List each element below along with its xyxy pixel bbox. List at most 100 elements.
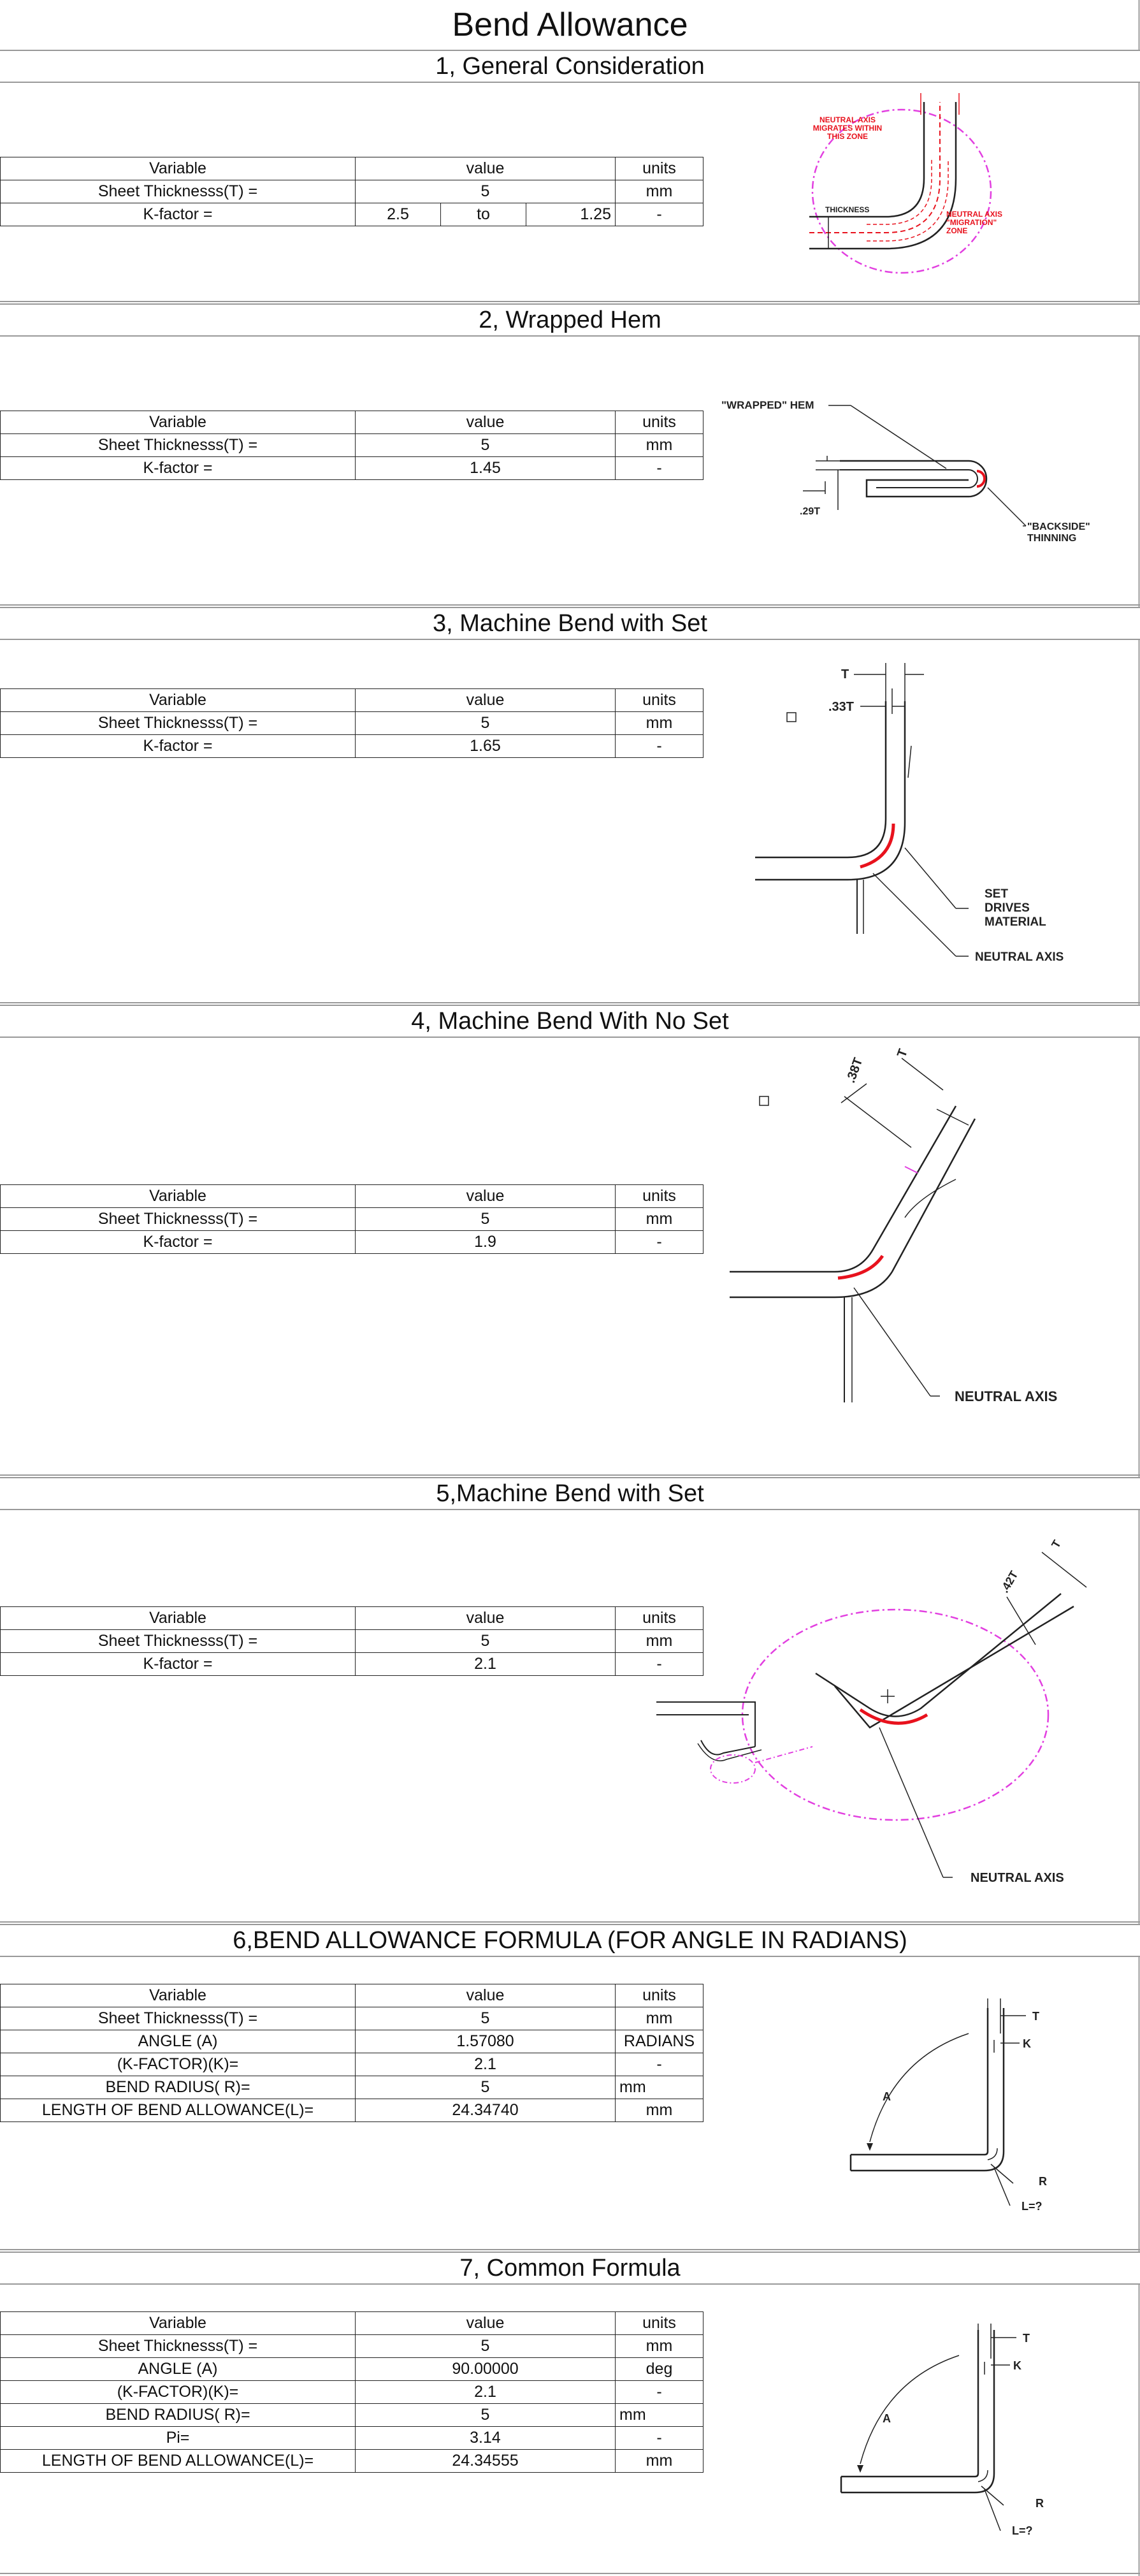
row-label: Sheet Thicknesss(T) =	[0, 1207, 356, 1231]
fig-label: .42T	[998, 1569, 1020, 1595]
fig-label: A	[883, 2412, 891, 2425]
row-unit: deg	[615, 2357, 703, 2381]
header-variable: Variable	[0, 688, 356, 712]
section-4-table: Variable value units Sheet Thicknesss(T)…	[0, 1184, 703, 1254]
row-unit: -	[615, 2426, 703, 2450]
row-unit: RADIANS	[615, 2030, 703, 2053]
header-value: value	[355, 2311, 616, 2335]
common-formula-diagram: T K A R L=?	[840, 2324, 1044, 2537]
fig-label: .33T	[828, 700, 854, 714]
row-unit: mm	[615, 2099, 703, 2122]
fig-label: MIGRATES WITHIN	[813, 124, 882, 133]
fig-label: K	[1023, 2037, 1031, 2050]
header-variable: Variable	[0, 411, 356, 434]
table-row: K-factor = 1.65 -	[0, 734, 703, 758]
section-3-table: Variable value units Sheet Thicknesss(T)…	[0, 688, 703, 758]
row-unit: mm	[615, 711, 703, 735]
section-divider	[0, 301, 1140, 302]
header-variable: Variable	[0, 157, 356, 180]
row-unit: mm	[615, 2334, 703, 2358]
table-header-row: Variable value units	[0, 157, 703, 180]
fig-label: THINNING	[1027, 533, 1076, 544]
row-label: BEND RADIUS( R)=	[0, 2076, 356, 2099]
row-value: 1.57080	[355, 2030, 616, 2053]
fig-label: MATERIAL	[985, 915, 1046, 929]
row-value: 5	[355, 1207, 616, 1231]
machine-bend-set-detail-diagram: .42T T NEUTRAL AXIS	[656, 1538, 1087, 1885]
table-row: Sheet Thicknesss(T) = 5 mm	[0, 433, 703, 457]
row-unit: -	[615, 2053, 703, 2076]
table-header-row: Variable value units	[0, 1606, 703, 1630]
row-label: (K-FACTOR)(K)=	[0, 2380, 356, 2404]
row-unit: mm	[615, 1207, 703, 1231]
fig-label: T	[1023, 2332, 1030, 2345]
table-row: K-factor = 1.9 -	[0, 1230, 703, 1254]
table-row: Sheet Thicknesss(T) = 5 mm	[0, 1207, 703, 1231]
row-value: 1.65	[355, 734, 616, 758]
row-unit: -	[615, 1230, 703, 1254]
header-units: units	[615, 2311, 703, 2335]
row-value: 5	[355, 1629, 616, 1653]
row-unit: mm	[615, 180, 703, 203]
table-row: Sheet Thicknesss(T) = 5 mm	[0, 1629, 703, 1653]
range-to: 1.25	[580, 205, 611, 223]
header-units: units	[615, 157, 703, 180]
table-row: BEND RADIUS( R)= 5 mm	[0, 2403, 703, 2427]
row-value: 5	[355, 2334, 616, 2358]
table-row: Sheet Thicknesss(T) = 5 mm	[0, 180, 703, 203]
header-value: value	[355, 157, 616, 180]
row-unit: -	[615, 2380, 703, 2404]
row-value: 5	[355, 2007, 616, 2030]
row-unit: -	[615, 203, 703, 226]
fig-label: K	[1013, 2359, 1021, 2372]
section-1-title: 1, General Consideration	[0, 50, 1140, 83]
header-units: units	[615, 688, 703, 712]
fig-label: T	[895, 1047, 911, 1059]
header-value: value	[355, 411, 616, 434]
table-row: Sheet Thicknesss(T) = 5 mm	[0, 2334, 703, 2358]
row-value: 3.14	[355, 2426, 616, 2450]
row-unit: -	[615, 456, 703, 480]
header-value: value	[355, 688, 616, 712]
row-unit: mm	[615, 2007, 703, 2030]
table-header-row: Variable value units	[0, 1184, 703, 1208]
fig-label: SET	[985, 887, 1008, 901]
header-units: units	[615, 411, 703, 434]
bottom-border	[0, 2573, 1140, 2574]
row-label: Sheet Thicknesss(T) =	[0, 433, 356, 457]
row-value: 1.9	[355, 1230, 616, 1254]
section-7-table: Variable value units Sheet Thicknesss(T)…	[0, 2311, 703, 2473]
section-5-table: Variable value units Sheet Thicknesss(T)…	[0, 1606, 703, 1676]
row-label: Sheet Thicknesss(T) =	[0, 2334, 356, 2358]
fig-label: T	[1032, 2010, 1039, 2023]
machine-bend-no-set-diagram: .38T T NEUTRAL AXIS	[730, 1047, 1057, 1404]
section-4-title: 4, Machine Bend With No Set	[0, 1005, 1140, 1038]
general-consideration-diagram: NEUTRAL AXIS MIGRATES WITHIN THIS ZONE T…	[809, 93, 1002, 274]
row-value: 5	[355, 711, 616, 735]
section-6-table: Variable value units Sheet Thicknesss(T)…	[0, 1984, 703, 2122]
wrapped-hem-diagram: "WRAPPED" HEM .29T "BACKSIDE" THINNING	[721, 399, 1090, 544]
fig-label: T	[841, 667, 849, 681]
row-value: 5	[355, 2403, 616, 2427]
table-row: Pi= 3.14 -	[0, 2426, 703, 2450]
fig-label: "WRAPPED" HEM	[721, 399, 814, 411]
table-row: K-factor = 1.45 -	[0, 456, 703, 480]
table-row: Sheet Thicknesss(T) = 5 mm	[0, 711, 703, 735]
fig-label: "MIGRATION"	[946, 218, 997, 227]
fig-label: NEUTRAL AXIS	[975, 950, 1064, 964]
fig-label: .38T	[844, 1056, 865, 1085]
row-value: 1.45	[355, 456, 616, 480]
table-header-row: Variable value units	[0, 411, 703, 434]
fig-label: "BACKSIDE"	[1027, 521, 1090, 532]
table-header-row: Variable value units	[0, 688, 703, 712]
fig-label: DRIVES	[985, 901, 1030, 915]
fig-label: R	[1039, 2175, 1047, 2188]
row-value: 5	[355, 433, 616, 457]
header-variable: Variable	[0, 1184, 356, 1208]
row-label: Sheet Thicknesss(T) =	[0, 2007, 356, 2030]
row-label: BEND RADIUS( R)=	[0, 2403, 356, 2427]
fig-label: NEUTRAL AXIS	[970, 1871, 1064, 1885]
table-row: K-factor = 2.5 to 1.25 -	[0, 203, 703, 226]
row-label: K-factor =	[0, 203, 356, 226]
header-variable: Variable	[0, 1606, 356, 1630]
